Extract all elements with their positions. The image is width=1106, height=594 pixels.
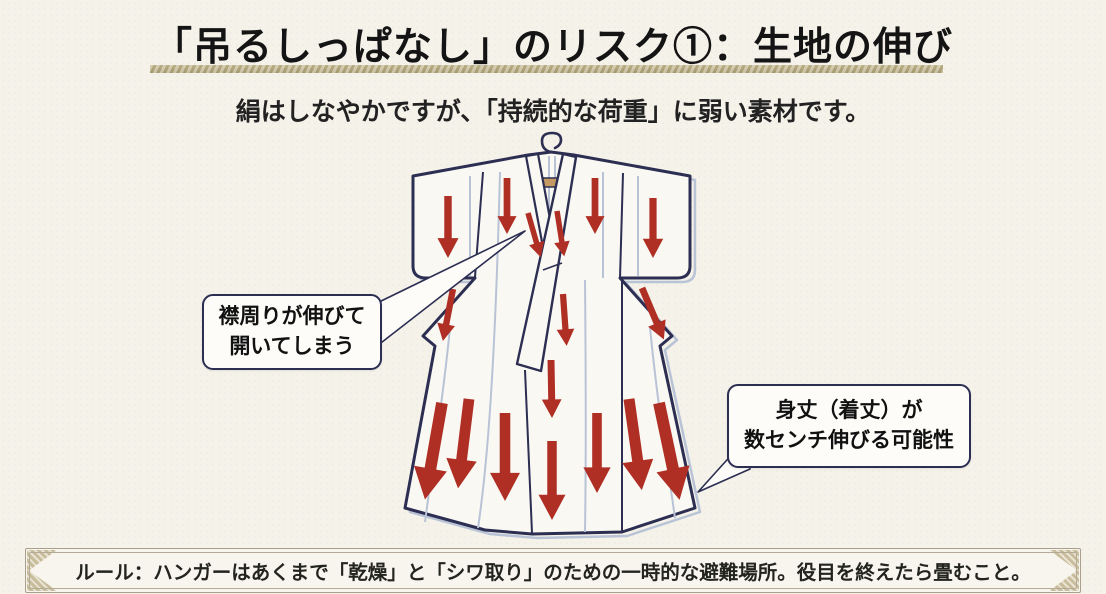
rule-banner-frame: ルール：ハンガーはあくまで「乾燥」と「シワ取り」のための一時的な避難場所。役目を… bbox=[29, 552, 1077, 589]
rule-banner: ルール：ハンガーはあくまで「乾燥」と「シワ取り」のための一時的な避難場所。役目を… bbox=[25, 548, 1081, 593]
rule-text: ルール：ハンガーはあくまで「乾燥」と「シワ取り」のための一時的な避難場所。役目を… bbox=[75, 562, 1031, 584]
collar-callout-line1: 襟周りが伸びて bbox=[218, 305, 366, 329]
hem-callout-line1: 身丈（着丈）が bbox=[775, 399, 923, 423]
hem-callout: 身丈（着丈）が 数センチ伸びる可能性 bbox=[727, 384, 971, 468]
title-underline bbox=[150, 65, 943, 73]
collar bbox=[515, 152, 578, 534]
collar-callout-line2: 開いてしまう bbox=[229, 335, 355, 358]
hem-callout-line2: 数センチ伸びる可能性 bbox=[744, 429, 954, 452]
collar-callout: 襟周りが伸びて 開いてしまう bbox=[202, 294, 382, 370]
kimono-illustration bbox=[403, 131, 702, 540]
page-subtitle: 絹はしなやかですが、「持続的な荷重」に弱い素材です。 bbox=[235, 98, 871, 126]
page-title: 「吊るしっぱなし」のリスク①：生地の伸び bbox=[152, 26, 953, 69]
